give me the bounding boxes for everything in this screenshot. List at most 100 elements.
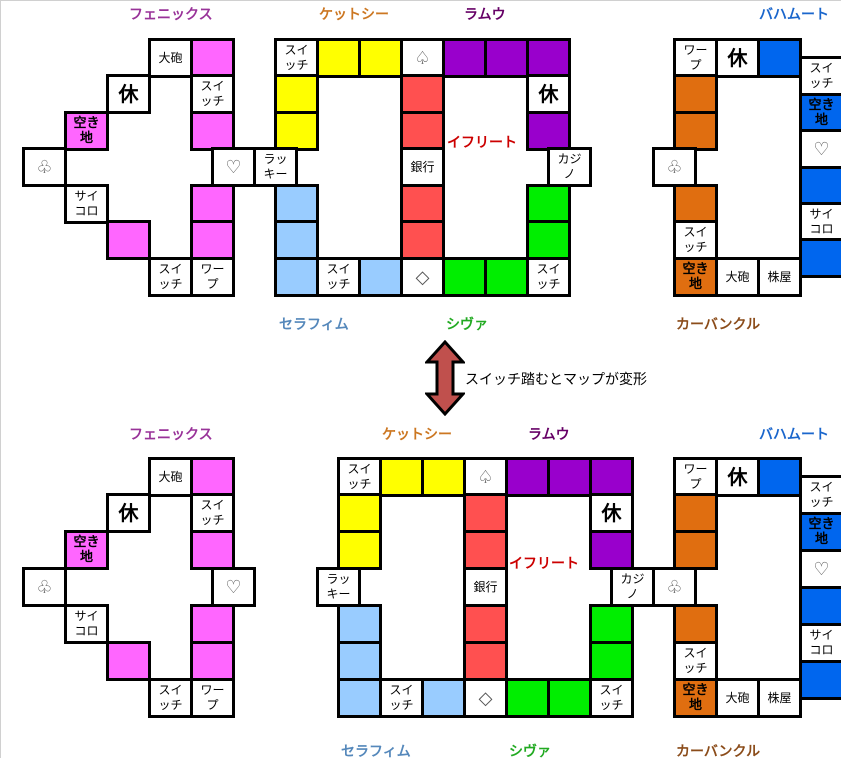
property-cell [463,604,508,644]
board-cell: 空き地 [64,530,109,570]
top-summon-label: ラムウ [464,7,506,23]
property-cell [190,604,235,644]
board-cell: スイッチ [274,38,319,78]
property-cell [463,530,508,570]
board-cell: ♡ [799,129,841,169]
board-cell: ♧ [22,147,67,187]
property-cell [547,457,592,497]
property-cell [379,457,424,497]
board-cell: 大砲 [148,457,193,497]
property-cell [547,678,592,718]
property-cell [463,641,508,681]
board-cell: スイッチ [799,475,841,515]
board-cell: 大砲 [715,678,760,718]
board-cell: スイッチ [673,641,718,681]
board-cell: 銀行 [400,147,445,187]
bottom-summon-label: ラムウ [528,427,570,443]
board-cell: 空き地 [673,678,718,718]
property-cell [673,74,718,114]
property-cell [358,38,403,78]
board-cell: スイッチ [379,678,424,718]
property-cell [757,38,802,78]
bottom-summon-label: バハムート [759,427,829,443]
board-cell: スイッチ [316,257,361,297]
top-summon-label: ケットシー [319,7,389,23]
bottom-summon-label: イフリート [509,556,579,572]
property-cell [526,38,571,78]
board-cell: スイッチ [190,493,235,533]
property-cell [400,220,445,260]
board-cell: 空き地 [799,512,841,552]
board-cell: ワープ [190,257,235,297]
top-summon-label: イフリート [447,135,517,151]
board-cell: サイコロ [799,623,841,663]
property-cell [190,530,235,570]
property-cell [799,166,841,206]
property-cell [190,220,235,260]
board-cell: 休 [106,493,151,533]
property-cell [337,604,382,644]
board-cell: サイコロ [64,184,109,224]
property-cell [190,111,235,151]
board-cell: 大砲 [715,257,760,297]
board-cell: 休 [589,493,634,533]
property-cell [106,641,151,681]
board-cell: スイッチ [190,74,235,114]
property-cell [400,74,445,114]
property-cell [400,184,445,224]
property-cell [190,641,235,681]
property-cell [274,111,319,151]
board-cell: 休 [106,74,151,114]
property-cell [337,641,382,681]
property-cell [190,184,235,224]
board-cell: スイッチ [337,457,382,497]
transform-note: スイッチ踏むとマップが変形 [465,372,647,388]
property-cell [673,184,718,224]
bottom-summon-label: フェニックス [129,427,213,443]
property-cell [484,257,529,297]
property-cell [526,220,571,260]
property-cell [463,493,508,533]
board-cell: ♡ [799,549,841,589]
board-cell: ♤ [463,457,508,497]
board-cell: スイッチ [148,257,193,297]
property-cell [673,111,718,151]
property-cell [505,678,550,718]
board-cell: スイッチ [526,257,571,297]
property-cell [505,457,550,497]
property-cell [337,530,382,570]
property-cell [190,38,235,78]
board-cell: サイコロ [799,202,841,242]
property-cell [526,111,571,151]
property-cell [274,257,319,297]
property-cell [589,641,634,681]
board-cell: 休 [715,457,760,497]
property-cell [673,493,718,533]
board-cell: 休 [526,74,571,114]
board-cell: ◇ [400,257,445,297]
board-cell: ♧ [652,567,697,607]
property-cell [106,220,151,260]
board-cell: ♧ [22,567,67,607]
board-cell: ラッキー [316,567,361,607]
property-cell [799,660,841,700]
top-summon-label: セラフィム [279,317,349,333]
top-summon-label: フェニックス [129,7,213,23]
property-cell [421,678,466,718]
property-cell [589,604,634,644]
property-cell [274,74,319,114]
board-cell: 空き地 [673,257,718,297]
board-cell: カジノ [610,567,655,607]
board-cell: ワープ [673,457,718,497]
property-cell [799,238,841,278]
property-cell [274,184,319,224]
board-cell: 空き地 [64,111,109,151]
board-cell: ♤ [400,38,445,78]
bottom-summon-label: セラフィム [341,744,411,760]
top-summon-label: シヴァ [446,317,488,333]
bottom-summon-label: カーバンクル [676,744,761,760]
board-cell: 株屋 [757,678,802,718]
board-cell: スイッチ [673,220,718,260]
board-cell: スイッチ [799,56,841,96]
property-cell [274,220,319,260]
